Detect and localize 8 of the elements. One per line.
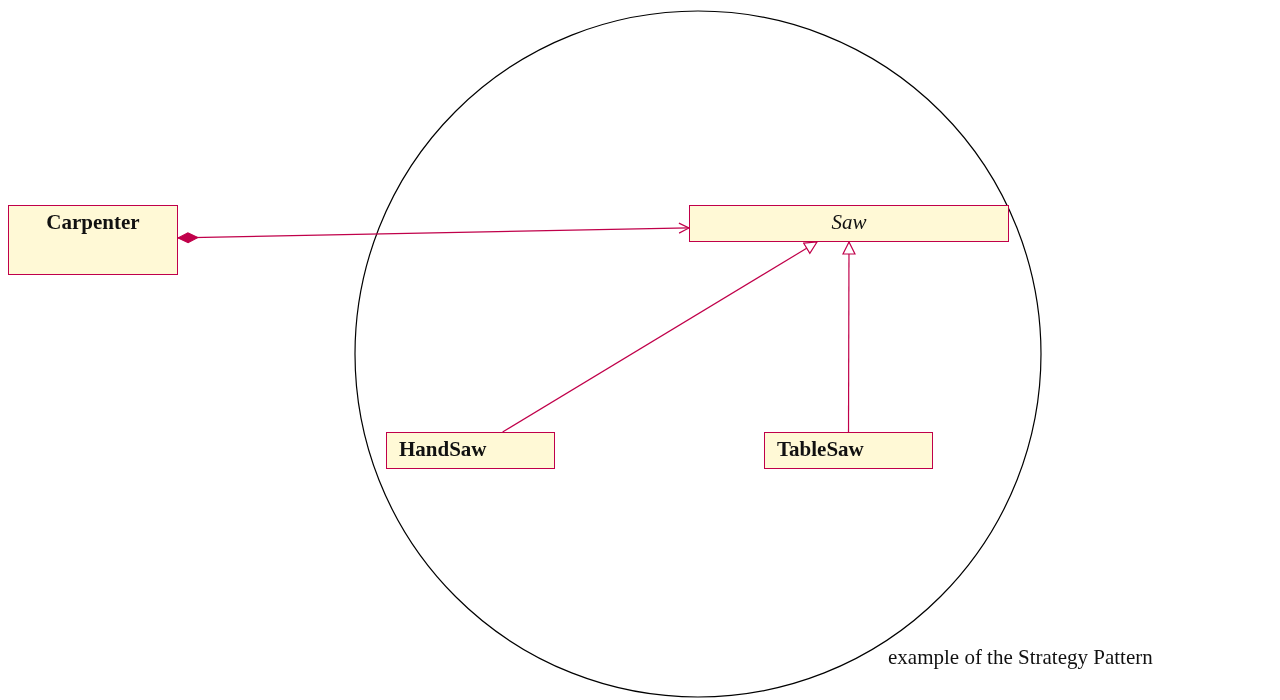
class-box: Carpenter [8,205,178,275]
inheritance-arrow [502,241,818,433]
class-box: HandSaw [386,432,555,469]
composition-arrow [177,222,690,244]
caption: example of the Strategy Pattern [888,645,1153,670]
class-box: Saw [689,205,1009,242]
inheritance-arrow [842,241,856,433]
class-box: TableSaw [764,432,933,469]
